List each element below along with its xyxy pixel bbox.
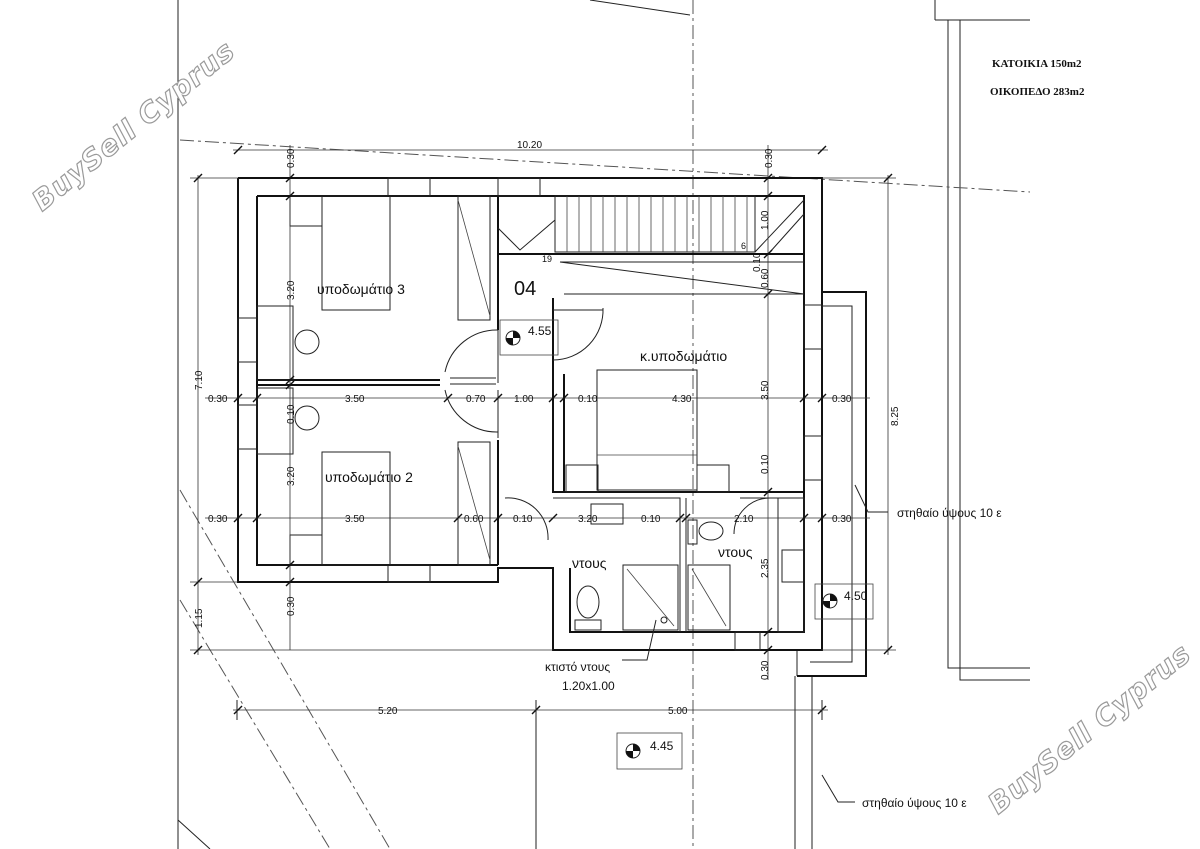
level-marker-ground: 4.45 — [616, 732, 683, 770]
watermark-top-left: BuySell Cyprus — [26, 34, 242, 218]
dim-bottom-wall-right: 0.30 — [760, 660, 771, 680]
dim-bottom-right: 5.00 — [668, 706, 688, 717]
dim-stair-depth: 1.00 — [760, 210, 771, 230]
stair-step-top: 6 — [741, 241, 746, 251]
dim-top-wall-right: 0.30 — [764, 148, 775, 168]
dim-mid-wall: 0.10 — [286, 404, 297, 424]
dimension-lines — [190, 145, 896, 849]
dim-bedroom3-height: 3.20 — [286, 280, 297, 300]
room-label-bedroom3: υποδωμάτιο 3 — [317, 281, 405, 297]
level-label-landing: 4.55 — [528, 324, 552, 338]
note-parapet-1: στηθαίο ύψους 10 ε — [897, 506, 1002, 520]
dimension-labels: 10.20 0.30 0.30 7.10 1.15 8.25 3.20 0.10… — [194, 140, 901, 717]
dim-bottom-wall-left: 0.30 — [286, 596, 297, 616]
area-header: ΚΑΤΟΙΚΙΑ 150m2 ΟΙΚΟΠΕΔΟ 283m2 — [990, 58, 1085, 98]
watermark-bottom-right: BuySell Cyprus — [982, 637, 1198, 821]
room-labels: υποδωμάτιο 3 υποδωμάτιο 2 κ.υποδωμάτιο ν… — [317, 241, 753, 571]
room-label-bath1: ντους — [572, 555, 607, 571]
dim-row1-door: 0.70 — [466, 394, 486, 405]
dim-landing-wall-b: 0.60 — [760, 268, 771, 288]
level-marker-balcony: 4.50 — [814, 583, 874, 620]
staircase — [497, 195, 805, 253]
house-area-label: ΚΑΤΟΙΚΙΑ 150m2 — [992, 58, 1082, 70]
interior-walls — [257, 196, 805, 632]
windows — [237, 177, 823, 651]
bedroom2-furniture — [256, 387, 491, 566]
doors — [444, 307, 771, 541]
dim-bedroom2-height: 3.20 — [286, 466, 297, 486]
site-boundary-lines — [177, 0, 1031, 849]
level-label-balcony: 4.50 — [844, 589, 868, 603]
level-marker-landing: 4.55 — [499, 319, 559, 356]
dim-bottom-left: 5.20 — [378, 706, 398, 717]
dim-row1-master-width: 4.30 — [672, 394, 692, 405]
dim-left-total: 7.10 — [194, 370, 205, 390]
note-parapet-2: στηθαίο ύψους 10 ε — [862, 796, 967, 810]
dim-row2-bedroom2-width: 3.50 — [345, 514, 365, 525]
dim-row1-wall-right: 0.30 — [832, 394, 852, 405]
annotations: κτιστό ντους 1.20x1.00 στηθαίο ύψους 10 … — [545, 506, 1002, 810]
dim-row2-c: 0.10 — [641, 514, 661, 525]
room-label-master: κ.υποδωμάτιο — [640, 348, 727, 364]
dim-row2-a: 0.60 — [464, 514, 484, 525]
level-label-ground: 4.45 — [650, 739, 674, 753]
dim-row2-bath2-width: 2.10 — [734, 514, 754, 525]
dim-top-wall-left: 0.30 — [286, 148, 297, 168]
dim-row1-wall-left: 0.30 — [208, 394, 228, 405]
bathroom-fixtures — [574, 497, 805, 633]
dim-top-total: 10.20 — [517, 140, 542, 151]
dim-master-height: 3.50 — [760, 380, 771, 400]
dim-landing-wall-a: 0.10 — [752, 252, 763, 272]
room-label-bedroom2: υποδωμάτιο 2 — [325, 469, 413, 485]
dim-row1-bedroom3-width: 3.50 — [345, 394, 365, 405]
room-label-bath2: ντους — [718, 544, 753, 560]
plot-area-label: ΟΙΚΟΠΕΔΟ 283m2 — [990, 86, 1085, 98]
dim-row2-wall-left: 0.30 — [208, 514, 228, 525]
note-built-shower-size: 1.20x1.00 — [562, 679, 615, 693]
dim-bath2-height: 2.35 — [760, 558, 771, 578]
dim-right-total: 8.25 — [890, 406, 901, 426]
note-built-shower: κτιστό ντους — [545, 660, 610, 674]
dim-left-lower: 1.15 — [194, 608, 205, 628]
stair-step-bottom: 19 — [542, 254, 552, 264]
dim-row2-wall-right: 0.30 — [832, 514, 852, 525]
dim-row1-wall-mid: 0.10 — [578, 394, 598, 405]
dim-master-wall: 0.10 — [760, 454, 771, 474]
dim-row2-bath-width: 3.20 — [578, 514, 598, 525]
stair-number: 04 — [514, 278, 536, 300]
master-bed — [565, 369, 730, 493]
dim-row1-hall: 1.00 — [514, 394, 534, 405]
dim-row2-b: 0.10 — [513, 514, 533, 525]
